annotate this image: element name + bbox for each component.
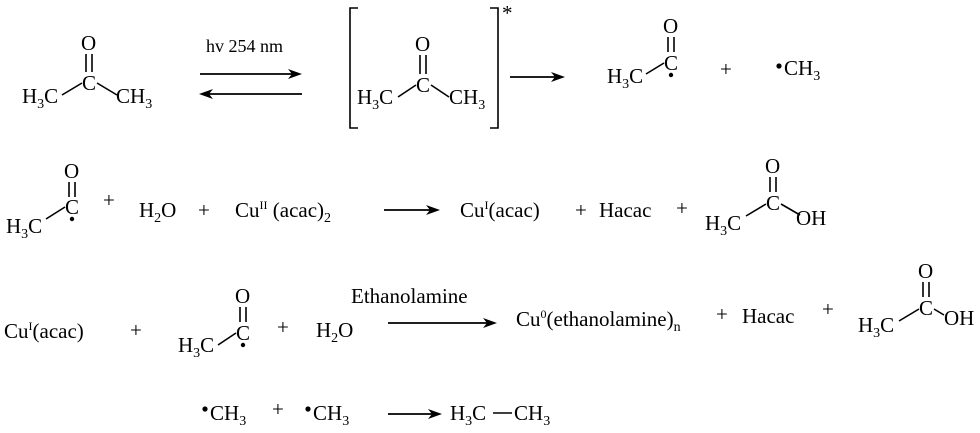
methyl-label: CH3 xyxy=(210,401,246,429)
bond-left xyxy=(61,82,83,96)
oxygen-label: O xyxy=(235,284,250,308)
radical-dot xyxy=(69,216,75,222)
methyl-left: H3C xyxy=(22,84,58,112)
methyl-radical: CH3 xyxy=(305,401,349,429)
plus-sign: + xyxy=(716,302,728,326)
excited-acetone: * O C H3C CH3 xyxy=(349,1,513,129)
bracket-left xyxy=(349,7,358,129)
methyl-label: CH3 xyxy=(784,56,820,84)
row-reduction-cu1: CuI(acac) + O C H3C + H2O Ethanolamine C… xyxy=(4,259,974,361)
plus-sign: + xyxy=(130,318,142,342)
row-recombination: CH3 + CH3 H3C CH3 xyxy=(202,397,550,429)
plus-sign: + xyxy=(575,198,587,222)
oxygen-label: O xyxy=(415,32,430,56)
methyl-left: H3C xyxy=(357,85,393,113)
methyl-radical: CH3 xyxy=(776,56,820,84)
bond-right xyxy=(96,82,118,96)
radical-dot xyxy=(240,342,246,348)
methyl-radical: CH3 xyxy=(202,401,246,429)
copper-i-acac: CuI(acac) xyxy=(4,319,84,343)
carbon-label: C xyxy=(919,296,933,320)
carbon-label: C xyxy=(236,321,250,345)
oxygen-label: O xyxy=(765,154,780,178)
acetic-acid: O C H3C OH xyxy=(858,259,974,341)
hacac: Hacac xyxy=(599,198,651,222)
plus-sign: + xyxy=(720,57,732,81)
equilibrium-arrows xyxy=(199,69,302,99)
carbon-label: C xyxy=(82,71,96,95)
ethane-right: CH3 xyxy=(514,401,550,429)
plus-sign: + xyxy=(676,196,688,220)
oxygen-label: O xyxy=(918,259,933,283)
acetyl-radical: O C H3C xyxy=(607,14,678,92)
radical-dot xyxy=(202,406,208,412)
bond-right xyxy=(430,84,450,98)
row-reduction-cu2: O C H3C + H2O + CuII (acac)2 CuI(acac) +… xyxy=(6,154,826,242)
bond-left xyxy=(745,203,767,217)
methyl-left: H3C xyxy=(6,214,42,242)
oxygen-label: O xyxy=(64,159,79,183)
plus-sign: + xyxy=(198,198,210,222)
bond-left xyxy=(45,206,66,220)
acetone-reactant: O C H3C CH3 xyxy=(22,31,152,112)
oxygen-label: O xyxy=(81,31,96,55)
hacac: Hacac xyxy=(742,304,794,328)
condition-hv: hv 254 nm xyxy=(206,36,283,56)
bond-left xyxy=(217,332,237,346)
methyl-left: H3C xyxy=(858,313,894,341)
acetyl-radical: O C H3C xyxy=(178,284,250,361)
radical-dot xyxy=(668,72,674,78)
carbon-label: C xyxy=(664,51,678,75)
carbon-label: C xyxy=(416,73,430,97)
condition-ethanolamine: Ethanolamine xyxy=(351,284,468,308)
water: H2O xyxy=(139,198,176,226)
plus-sign: + xyxy=(272,397,284,421)
hydroxyl: OH xyxy=(944,306,974,330)
copper-ii-acac: CuII (acac)2 xyxy=(235,198,331,226)
hydroxyl: OH xyxy=(796,206,826,230)
methyl-left: H3C xyxy=(705,211,741,239)
copper-i-acac: CuI(acac) xyxy=(460,198,540,222)
copper-0-ethanolamine: Cu0(ethanolamine)n xyxy=(516,307,681,335)
water: H2O xyxy=(316,318,353,346)
acetyl-radical: O C H3C xyxy=(6,159,79,242)
carbon-label: C xyxy=(766,191,780,215)
bond-right xyxy=(933,308,945,316)
bond-right xyxy=(780,203,801,216)
plus-sign: + xyxy=(103,188,115,212)
carbon-label: C xyxy=(65,195,79,219)
acetic-acid: O C H3C OH xyxy=(705,154,826,239)
methyl-left: H3C xyxy=(178,333,214,361)
bond-left xyxy=(645,62,665,75)
methyl-label: CH3 xyxy=(313,401,349,429)
methyl-right: CH3 xyxy=(449,85,485,113)
bond-left xyxy=(397,84,417,98)
radical-dot xyxy=(305,406,311,412)
methyl-left: H3C xyxy=(607,64,643,92)
ethane: H3C CH3 xyxy=(450,401,550,429)
radical-dot xyxy=(776,63,782,69)
ethane-left: H3C xyxy=(450,401,486,429)
bracket-right xyxy=(490,7,499,129)
row-photolysis: O C H3C CH3 hv 254 nm * O C xyxy=(22,1,820,129)
methyl-right: CH3 xyxy=(116,84,152,112)
plus-sign: + xyxy=(822,297,834,321)
plus-sign: + xyxy=(277,315,289,339)
excited-marker: * xyxy=(502,1,513,25)
oxygen-label: O xyxy=(663,14,678,38)
bond-left xyxy=(898,308,920,322)
